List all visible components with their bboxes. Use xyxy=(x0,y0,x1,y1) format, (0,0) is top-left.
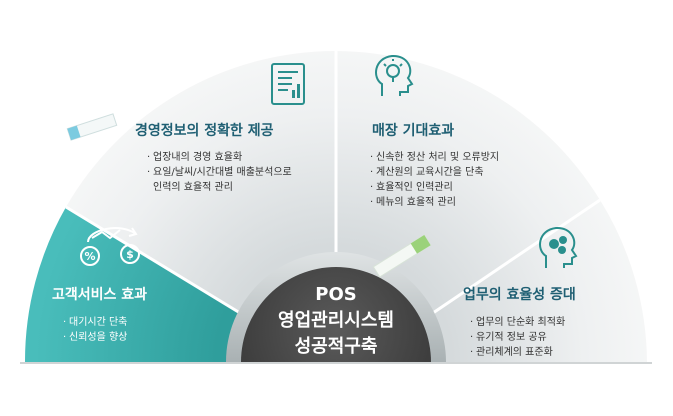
customer-service-item-1: 대기시간 단축 xyxy=(69,316,127,328)
work-efficiency-block: 업무의 효율성 증대 · 업무의 단순화 최적화 · 유기적 정보 공유 · 관… xyxy=(463,286,576,358)
store-effect-block: 매장 기대효과 · 신속한 정산 처리 및 오류방지 · 계산원의 교육시간을 … xyxy=(370,122,499,208)
management-info-title: 경영정보의 정확한 제공 xyxy=(135,122,274,139)
segment-work-efficiency xyxy=(430,200,647,362)
store-effect-bullet-2: · xyxy=(370,167,373,178)
segment-customer-service xyxy=(24,207,246,362)
management-info-item-1: 업장내의 경영 효율화 xyxy=(153,150,242,163)
segment-management-info xyxy=(66,50,336,316)
store-effect-item-1: 신속한 정산 처리 및 오류방지 xyxy=(376,151,499,163)
store-effect-bullet-3: · xyxy=(370,182,373,193)
work-efficiency-bullet-3: · xyxy=(470,347,473,358)
customer-service-block: 고객서비스 효과 · 대기시간 단축 · 신뢰성을 향상 xyxy=(52,286,147,343)
store-effect-item-2: 계산원의 교육시간을 단축 xyxy=(376,166,484,178)
work-efficiency-item-1: 업무의 단순화 최적화 xyxy=(476,315,565,328)
management-info-bullet-1: · xyxy=(147,152,150,163)
store-effect-bullet-1: · xyxy=(370,152,373,163)
baseline xyxy=(20,362,652,364)
center-line-1: POS xyxy=(315,284,356,305)
center-disc xyxy=(241,267,431,362)
lightbulb-head-icon xyxy=(375,54,414,96)
tape-sticker-center xyxy=(372,234,432,278)
work-efficiency-bullet-1: · xyxy=(470,317,473,328)
svg-text:%: % xyxy=(84,250,95,263)
customer-service-bullet-2: · xyxy=(63,332,66,343)
svg-text:$: $ xyxy=(126,248,134,261)
management-info-block: 경영정보의 정확한 제공 · 업장내의 경영 효율화 · 요일/날씨/시간대별 … xyxy=(135,122,292,193)
work-efficiency-item-3: 관리체계의 표준화 xyxy=(476,346,553,358)
store-effect-bullet-4: · xyxy=(370,197,373,208)
center-line-2: 영업관리시스템 xyxy=(278,310,394,331)
customer-service-item-2: 신뢰성을 향상 xyxy=(69,331,127,343)
work-efficiency-title: 업무의 효율성 증대 xyxy=(463,286,576,303)
work-efficiency-bullet-2: · xyxy=(470,332,473,343)
management-info-item-2: 요일/날씨/시간대별 매출분석으로 xyxy=(153,166,292,178)
store-effect-item-4: 메뉴의 효율적 관리 xyxy=(376,196,456,208)
news-report-icon xyxy=(271,63,305,105)
work-efficiency-item-2: 유기적 정보 공유 xyxy=(476,331,547,343)
management-info-bullet-2: · xyxy=(147,167,150,178)
center-line-3: 성공적구축 xyxy=(295,336,378,357)
segment-dividers xyxy=(65,51,601,318)
customer-service-title: 고객서비스 효과 xyxy=(52,286,147,303)
store-effect-item-3: 효율적인 인력관리 xyxy=(376,181,453,193)
management-info-item-3: 인력의 효율적 관리 xyxy=(153,181,233,193)
tape-sticker-left xyxy=(66,113,118,141)
gears-head-icon xyxy=(539,226,578,268)
store-effect-title: 매장 기대효과 xyxy=(372,122,454,139)
money-exchange-icon: % $ xyxy=(80,227,140,266)
customer-service-bullet-1: · xyxy=(63,317,66,328)
center-title: POS 영업관리시스템 성공적구축 xyxy=(278,284,394,357)
